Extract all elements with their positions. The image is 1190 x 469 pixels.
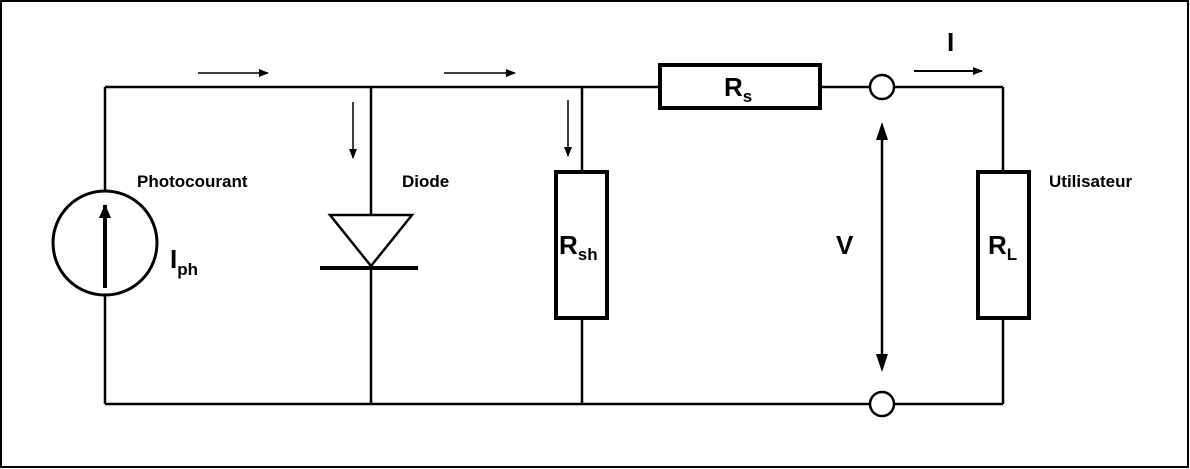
current-label: I: [947, 27, 954, 57]
rsh-sub: sh: [578, 245, 598, 264]
voltage-arrow: [876, 122, 888, 372]
iph-sub: ph: [177, 260, 198, 279]
terminal-top: [868, 73, 896, 101]
rs-main: R: [724, 72, 743, 102]
iph-label: Iph: [170, 244, 198, 279]
rs-sub: s: [743, 87, 752, 106]
rl-main: R: [988, 230, 1007, 260]
load-resistor-branch: [976, 87, 1031, 404]
utilisateur-label: Utilisateur: [1049, 172, 1133, 191]
diode-label: Diode: [402, 172, 449, 191]
current-source: [51, 87, 159, 404]
terminal-bottom: [868, 390, 896, 418]
diode-triangle: [327, 213, 415, 268]
iph-main: I: [170, 244, 177, 274]
load-resistor: [976, 170, 1031, 320]
rs-label: Rs: [724, 72, 752, 106]
rsh-main: R: [559, 230, 578, 260]
series-resistor: [658, 63, 822, 110]
shunt-resistor: [554, 170, 609, 320]
rl-sub: L: [1007, 245, 1017, 264]
diode-branch: [320, 87, 418, 404]
voltage-label: V: [836, 230, 854, 260]
photocourant-label: Photocourant: [137, 172, 248, 191]
rl-label: RL: [988, 230, 1017, 264]
shunt-resistor-branch: [554, 87, 609, 404]
rsh-label: Rsh: [559, 230, 598, 264]
